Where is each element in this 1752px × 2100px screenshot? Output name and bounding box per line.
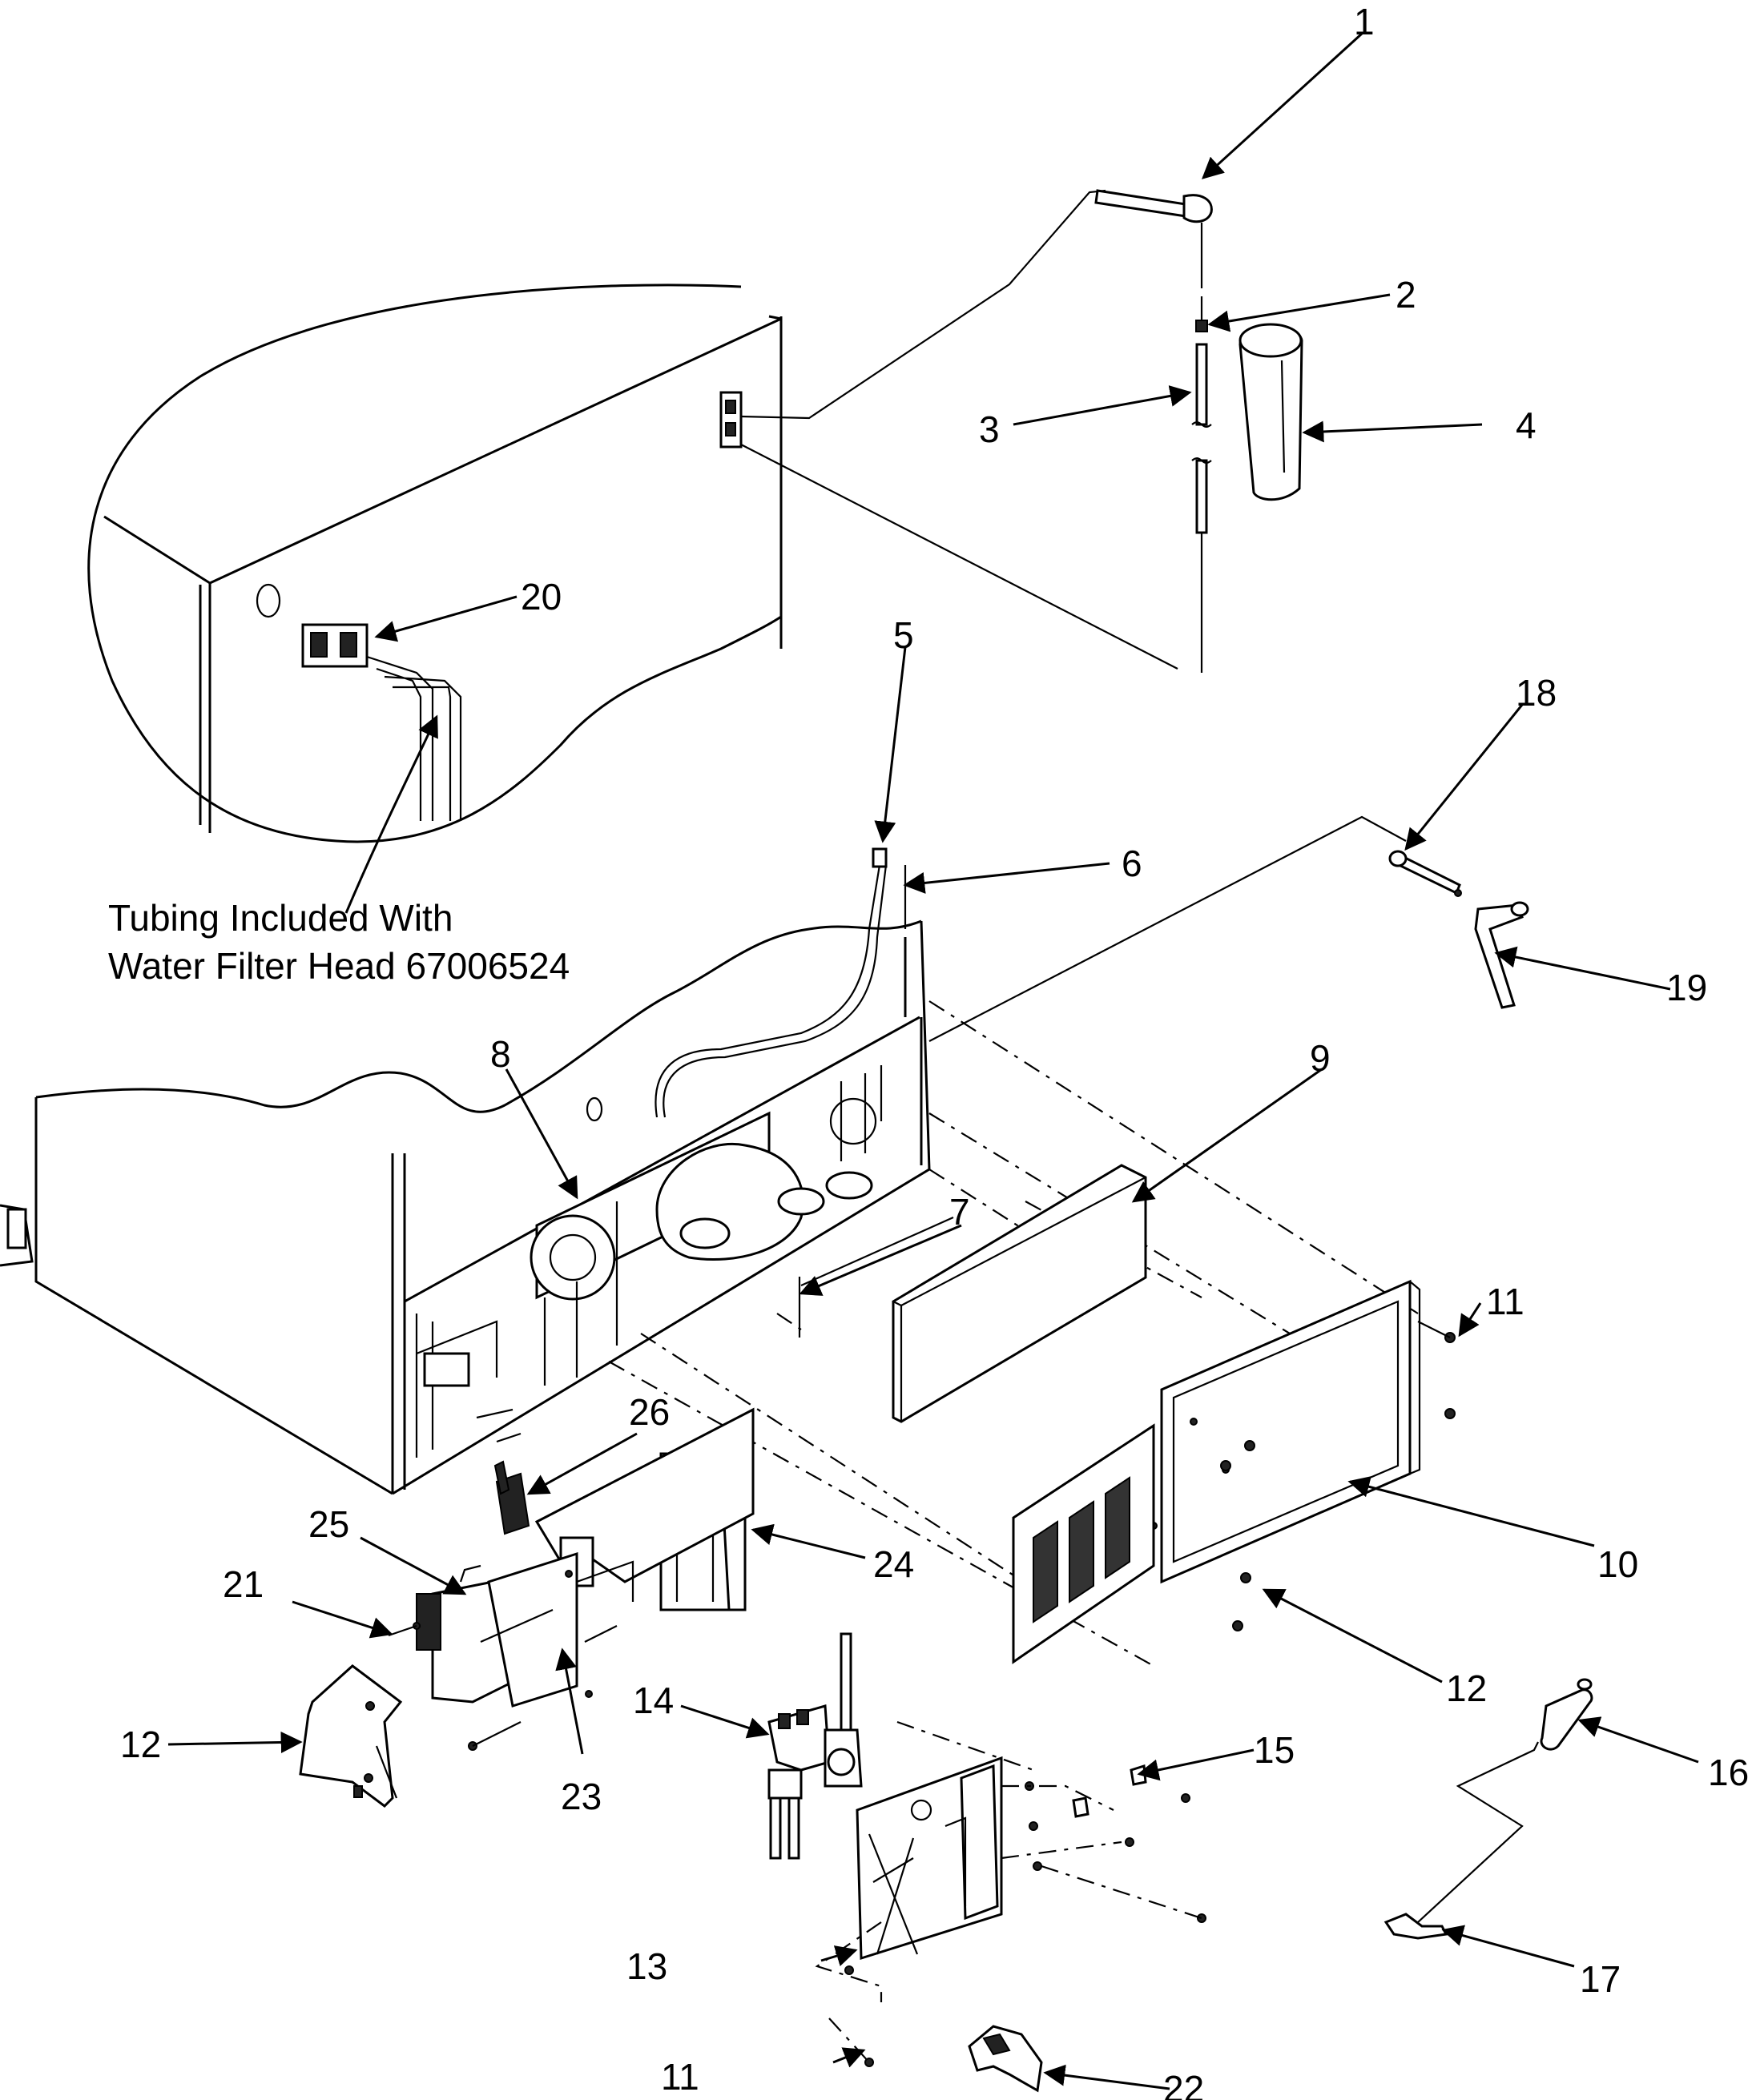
callout-19: 19 (1666, 967, 1708, 1008)
upper-cabinet-cutaway (87, 284, 783, 843)
callout-23: 23 (561, 1776, 602, 1817)
callout-9: 9 (1310, 1037, 1331, 1079)
screws-bracket (815, 1720, 1206, 2067)
callout-21: 21 (223, 1563, 264, 1605)
callout-16: 16 (1708, 1752, 1750, 1793)
screws-panel (1220, 1321, 1456, 1631)
callout-2: 2 (1396, 274, 1416, 316)
callout-leaders (167, 32, 1699, 2090)
callout-4: 4 (1516, 404, 1537, 446)
callout-13: 13 (626, 1945, 668, 1987)
callout-12-left: 12 (120, 1724, 162, 1765)
callout-12-right: 12 (1446, 1668, 1488, 1709)
callout-5: 5 (893, 614, 914, 656)
callout-10: 10 (1597, 1543, 1639, 1585)
callout-14: 14 (633, 1680, 675, 1721)
callout-11-lower: 11 (661, 2056, 699, 2098)
callout-26: 26 (629, 1391, 671, 1433)
callout-22: 22 (1163, 2068, 1205, 2100)
callout-7: 7 (949, 1191, 970, 1233)
callout-20: 20 (521, 576, 562, 618)
callout-3: 3 (979, 408, 1000, 450)
tubing-note-line-2: Water Filter Head 67006524 (108, 944, 570, 987)
callout-18: 18 (1516, 672, 1557, 714)
callout-17: 17 (1580, 1958, 1621, 2000)
left-cover (299, 1664, 403, 1808)
callout-11-upper: 11 (1486, 1281, 1524, 1322)
callout-1: 1 (1354, 1, 1375, 42)
insulation-pad (892, 1164, 1147, 1423)
callout-25: 25 (308, 1503, 350, 1545)
tube-fittings (1388, 850, 1529, 1009)
water-valve-and-bracket (767, 1632, 1003, 1961)
louvered-grille (1012, 1423, 1155, 1664)
callout-6: 6 (1122, 843, 1142, 884)
callout-15: 15 (1254, 1729, 1295, 1771)
control-box-assembly (388, 1407, 755, 1751)
callout-8: 8 (490, 1033, 511, 1075)
tubing-note-line-1: Tubing Included With (108, 897, 453, 939)
fill-tube-assembly (1094, 189, 1303, 673)
access-panel (1150, 1279, 1421, 1584)
tubing-note: Tubing Included With Water Filter Head 6… (108, 895, 570, 991)
lower-cabinet-cutaway (0, 847, 931, 1495)
bottom-bracket (968, 2025, 1043, 2093)
callout-24: 24 (873, 1543, 915, 1585)
filter-and-clip (1383, 1678, 1593, 1940)
